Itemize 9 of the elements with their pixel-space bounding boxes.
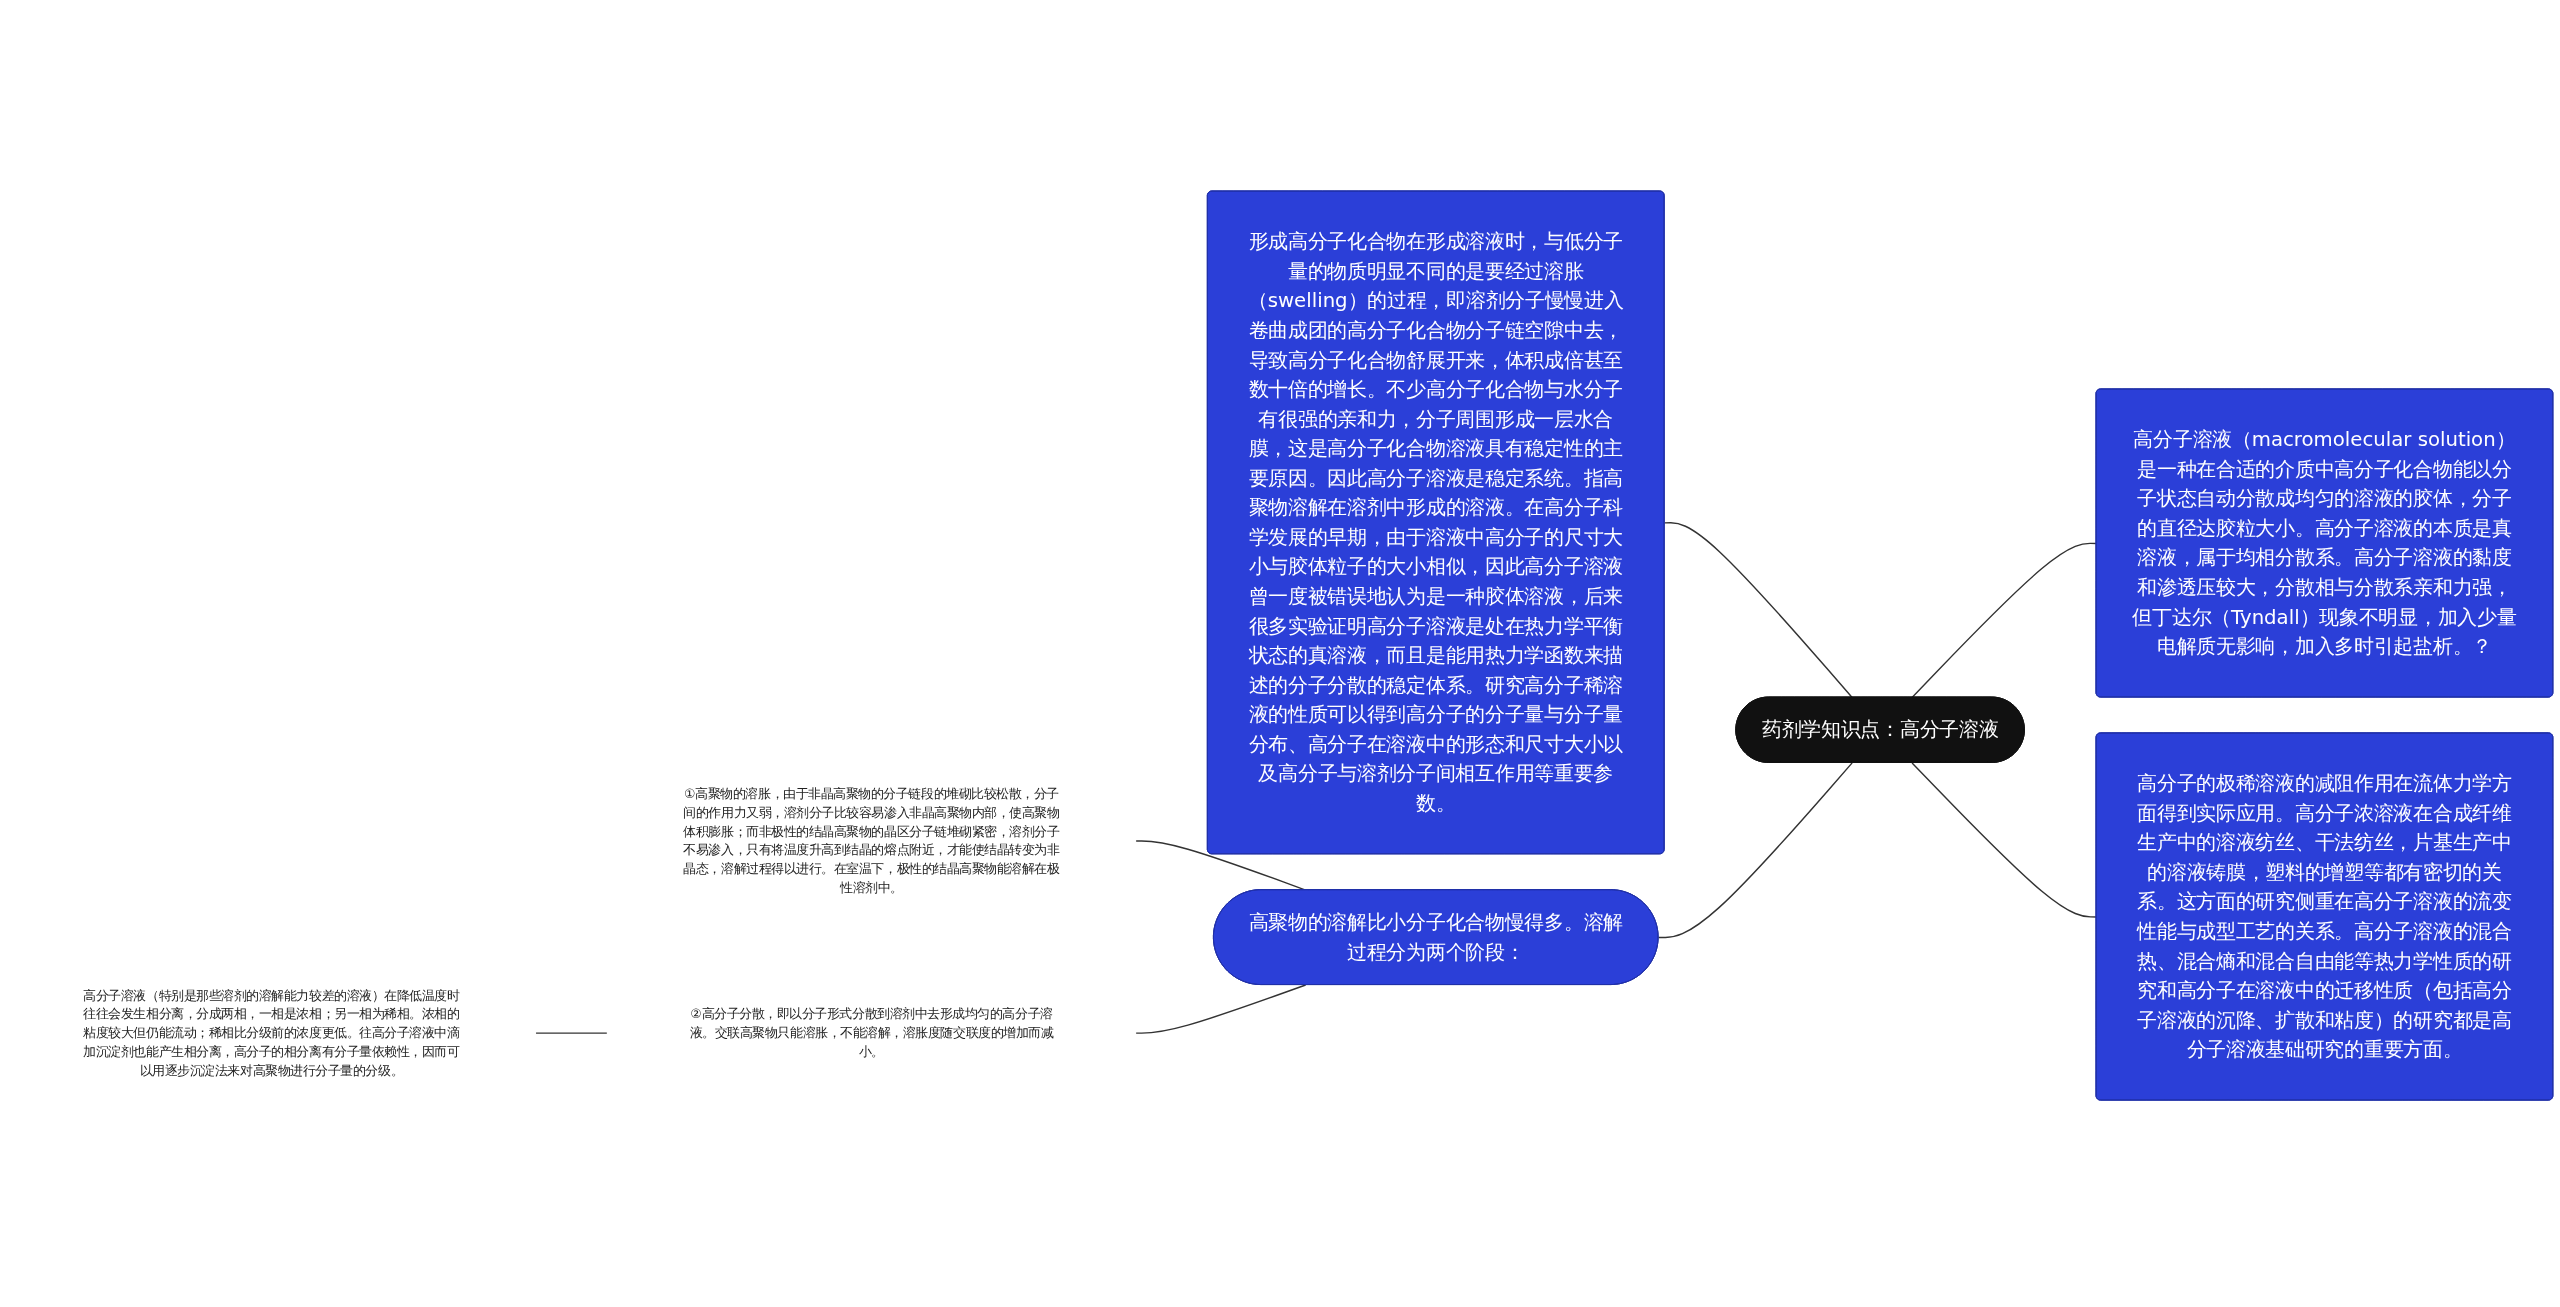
connector bbox=[1911, 542, 2098, 699]
connector bbox=[1657, 762, 1853, 939]
connector bbox=[534, 1032, 608, 1034]
connector bbox=[1663, 522, 1853, 699]
connector bbox=[1911, 762, 2098, 918]
connector bbox=[1135, 984, 1307, 1034]
node-text: ①高聚物的溶胀，由于非晶高聚物的分子链段的堆砌比较松散，分子间的作用力又弱，溶剂分子比较容易渗入非晶高聚物内部，使高聚物体积膨胀；而非极性的结晶高聚物的晶区分子链堆砌紧密，溶剂分子不易渗入，只有将温度升高到结晶的熔点附近，才能使结晶转变为非晶态，溶解过程得以进行。在室温下，极性的结晶高聚物能溶解在极性溶剂中。 bbox=[683, 786, 1060, 895]
node-text: ②高分子分散，即以分子形式分散到溶剂中去形成均匀的高分子溶液。交联高聚物只能溶胀，不能溶解，溶胀度随交联度的增加而减小。 bbox=[689, 1006, 1054, 1059]
node-text: 高分子溶液（特别是那些溶剂的溶解能力较差的溶液）在降低温度时往往会发生相分离，分成两相，一相是浓相；另一相为稀相。浓相的粘度较大但仍能流动；稀相比分级前的浓度更低。往高分子溶液中滴加沉淀剂也能产生相分离，高分子的相分离有分子量依赖性，因而可以用逐步沉淀法来对高聚物进行分子量的分级。 bbox=[83, 987, 460, 1078]
